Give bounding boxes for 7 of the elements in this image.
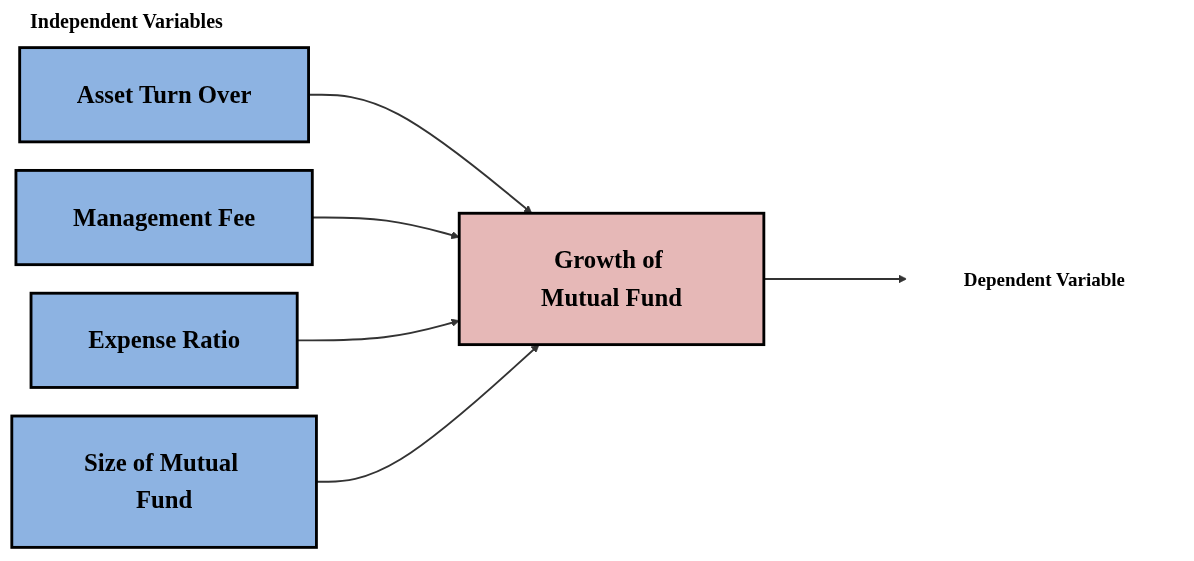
- node-box: Management Fee: [14, 169, 314, 267]
- node-box: Expense Ratio: [29, 291, 299, 389]
- node-box: Size of Mutual Fund: [10, 414, 318, 549]
- heading-label: Independent Variables: [30, 10, 223, 33]
- node-box: Growth of Mutual Fund: [457, 211, 766, 347]
- node-text: Dependent Variable: [963, 268, 1126, 290]
- node-box: Asset Turn Over: [18, 46, 310, 144]
